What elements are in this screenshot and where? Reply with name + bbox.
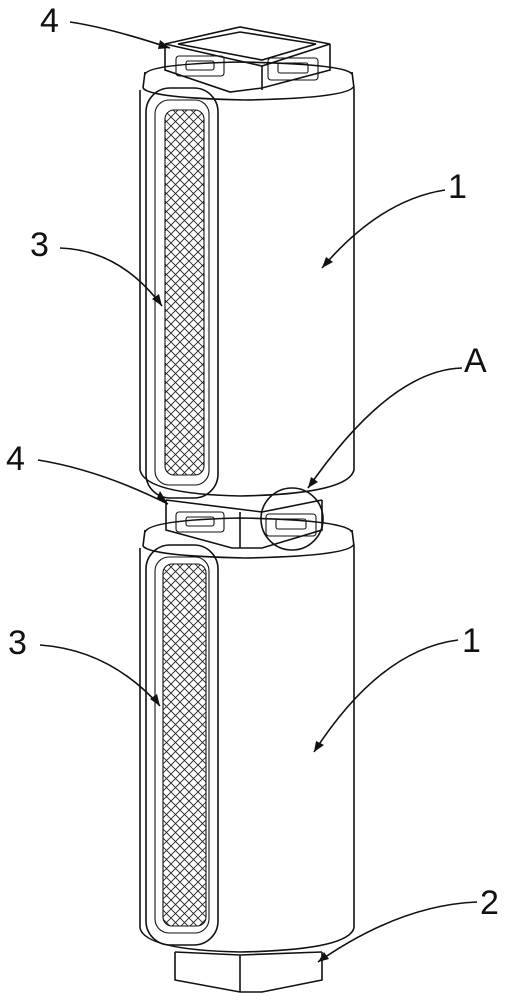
label-lower-mesh: 3 xyxy=(8,624,27,662)
connector-slot-icon xyxy=(175,511,225,533)
connector-slot-icon xyxy=(265,513,317,537)
leader-lines xyxy=(37,21,478,963)
lower-body xyxy=(139,517,355,953)
lower-mesh-window xyxy=(145,544,219,946)
label-upper-body: 1 xyxy=(448,168,467,206)
middle-connector xyxy=(165,499,323,549)
bottom-base xyxy=(174,951,323,993)
top-connector xyxy=(164,26,331,93)
label-middle-connector: 4 xyxy=(6,440,25,478)
connector-slot-icon xyxy=(267,57,319,81)
label-upper-mesh: 3 xyxy=(30,226,49,264)
label-lower-body: 1 xyxy=(462,622,481,660)
mesh-window-icon xyxy=(164,109,205,476)
label-top-connector: 4 xyxy=(40,2,59,40)
label-bottom-base: 2 xyxy=(480,884,499,922)
mesh-window-icon xyxy=(162,563,207,927)
label-detail-a: A xyxy=(464,342,487,380)
connector-slot-icon xyxy=(175,55,225,77)
upper-mesh-window xyxy=(145,87,219,499)
